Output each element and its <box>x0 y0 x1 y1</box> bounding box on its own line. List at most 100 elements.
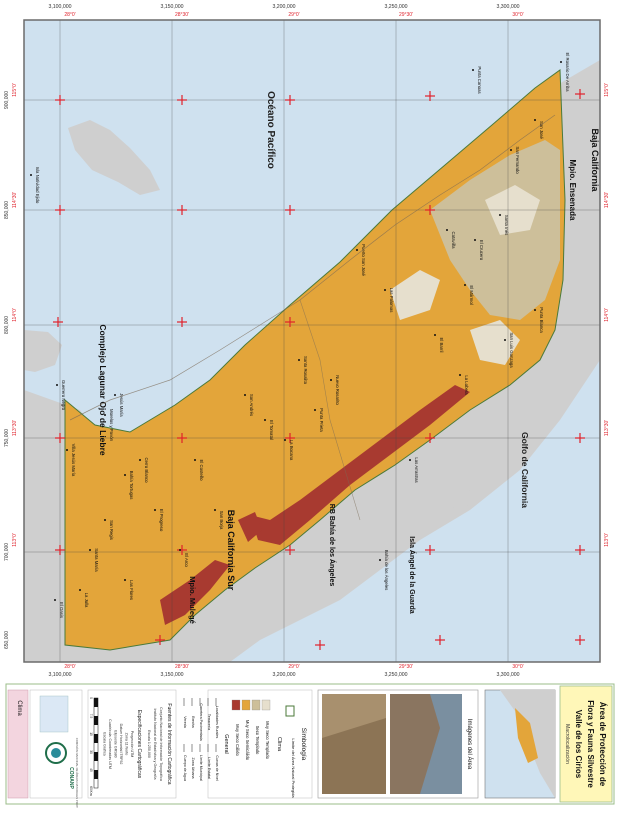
specs-title: Especificaciones Cartográficas <box>136 710 142 779</box>
scale-tick: 30 <box>89 750 93 754</box>
title-block <box>559 685 613 803</box>
town-label: Jesús María <box>119 393 124 417</box>
town-label: El Mármol <box>469 285 474 304</box>
town-dot <box>179 549 181 551</box>
town-label: Las Arrastras <box>414 457 419 482</box>
rb-label: RB Bahía de los Ángeles <box>328 504 337 587</box>
state-south-label: Baja California Sur <box>226 510 236 591</box>
right-degree-label: 113°0' <box>604 533 610 547</box>
town-dot <box>56 384 58 386</box>
town-dot <box>314 409 316 411</box>
bottom-tick-label: 3,100,000 <box>48 672 71 678</box>
climate-label: Muy Seco Templado <box>265 721 270 760</box>
top-degree-label: 30°0' <box>512 12 523 18</box>
general-label: Localidades Rurales <box>215 706 219 739</box>
scale-unit: Km <box>89 790 93 795</box>
top-degree-label: 29°0' <box>288 12 299 18</box>
general-label: Brecha <box>191 716 195 727</box>
town-label: El Arco <box>184 553 189 567</box>
island-label: Isla Ángel de la Guarda <box>408 536 417 614</box>
town-dot <box>472 69 474 71</box>
specs-line: Zona 11 Norte <box>125 733 129 756</box>
conanp-logo-icon <box>45 742 67 764</box>
climate-swatch <box>251 699 261 711</box>
town-label: Cerro Blanco <box>144 457 149 483</box>
town-label: Santa María <box>94 548 99 572</box>
town-label: San Regis <box>109 520 114 540</box>
municipality-mulege-label: Mpio. Mulegé <box>188 576 197 624</box>
town-label: Bahía de los Ángeles <box>384 550 389 591</box>
scale-segment <box>94 716 98 725</box>
dry-temperate-zone <box>430 140 560 320</box>
general-label: Vereda <box>183 716 187 727</box>
isla-cedros <box>68 120 160 195</box>
scale-tick: 7.5 <box>89 714 93 719</box>
map-frame-border <box>23 19 601 663</box>
town-label: San Luis Gonzaga <box>509 332 514 368</box>
title-line-1: Área de Protección de <box>598 702 607 787</box>
top-tick-label: 3,150,000 <box>160 4 183 10</box>
highway-line <box>69 114 556 421</box>
title-line-2: Flora y Fauna Silvestre <box>586 700 595 788</box>
panel-title-box <box>7 689 29 799</box>
bottom-tick-label: 3,150,000 <box>160 672 183 678</box>
town-dot <box>264 419 266 421</box>
bottom-degree-label: 29°0' <box>288 664 299 670</box>
scale-tick: 15 <box>89 732 93 736</box>
images-title: Imágenes del Área <box>466 719 473 770</box>
climate-label: Muy Seco Cálido <box>235 724 240 756</box>
general-label: Límite Municipal <box>199 755 203 781</box>
town-dot <box>154 509 156 511</box>
town-dot <box>89 549 91 551</box>
town-label: San José <box>539 121 544 140</box>
right-degree-label: 114°0' <box>604 308 610 322</box>
general-label: Curvas de Nivel <box>215 755 219 781</box>
left-tick-label: 850,000 <box>4 201 10 219</box>
photo1-rock <box>390 694 440 794</box>
town-dot <box>214 509 216 511</box>
town-label: Villa Jesús María <box>71 444 76 477</box>
bottom-degree-label: 28°0' <box>64 664 75 670</box>
right-degree-label: 114°30' <box>604 192 610 209</box>
specs-line: Cuadrícula: Coordenadas UTM <box>108 719 112 769</box>
town-label: Puerto San José <box>361 244 366 276</box>
specs-line: Proyección UTM <box>130 731 134 758</box>
town-dot <box>459 374 461 376</box>
scale-tick: 60 <box>89 786 93 790</box>
sources-line: Conjunto Nacional de Información Topográ… <box>159 707 163 781</box>
town-label: El Rosario De Arriba <box>565 53 570 93</box>
town-dot <box>534 119 536 121</box>
town-label: Morelos y Pavón <box>109 409 114 442</box>
town-label: Cataviña <box>451 232 456 250</box>
municipality-ensenada-label: Mpio. Ensenada <box>568 160 577 221</box>
town-dot <box>510 149 512 151</box>
town-dot <box>464 284 466 286</box>
climate-label: Seco Templado <box>255 726 260 755</box>
town-dot <box>560 61 562 63</box>
town-label: San Andrés <box>249 394 254 416</box>
sources-panel <box>87 689 177 799</box>
town-label: Bahía Tortugas <box>129 471 134 500</box>
right-degree-label: 115°0' <box>604 83 610 97</box>
town-label: El Progreso <box>159 509 164 532</box>
laguna-land <box>24 330 62 372</box>
town-label: El Crucero <box>479 240 484 261</box>
left-degree-label: 113°0' <box>12 533 18 547</box>
specs-line: Escala Gráfica <box>103 732 107 755</box>
specs-line: Elipsoide GRS80 <box>114 730 118 757</box>
town-label: El Tomatal <box>269 420 274 440</box>
gulf-water <box>230 360 600 662</box>
sources-line: Instituto Nacional de Estadística y Geog… <box>153 709 157 780</box>
climate-swatch <box>231 699 241 711</box>
bottom-tick-label: 3,250,000 <box>384 672 407 678</box>
ocean-label: Océano Pacífico <box>265 91 276 169</box>
top-degree-label: 29°30' <box>399 12 413 18</box>
bottom-degree-label: 28°30' <box>175 664 189 670</box>
town-label: San Borja <box>219 511 224 530</box>
panel-title: Clima <box>16 700 22 716</box>
town-dot <box>534 309 536 311</box>
